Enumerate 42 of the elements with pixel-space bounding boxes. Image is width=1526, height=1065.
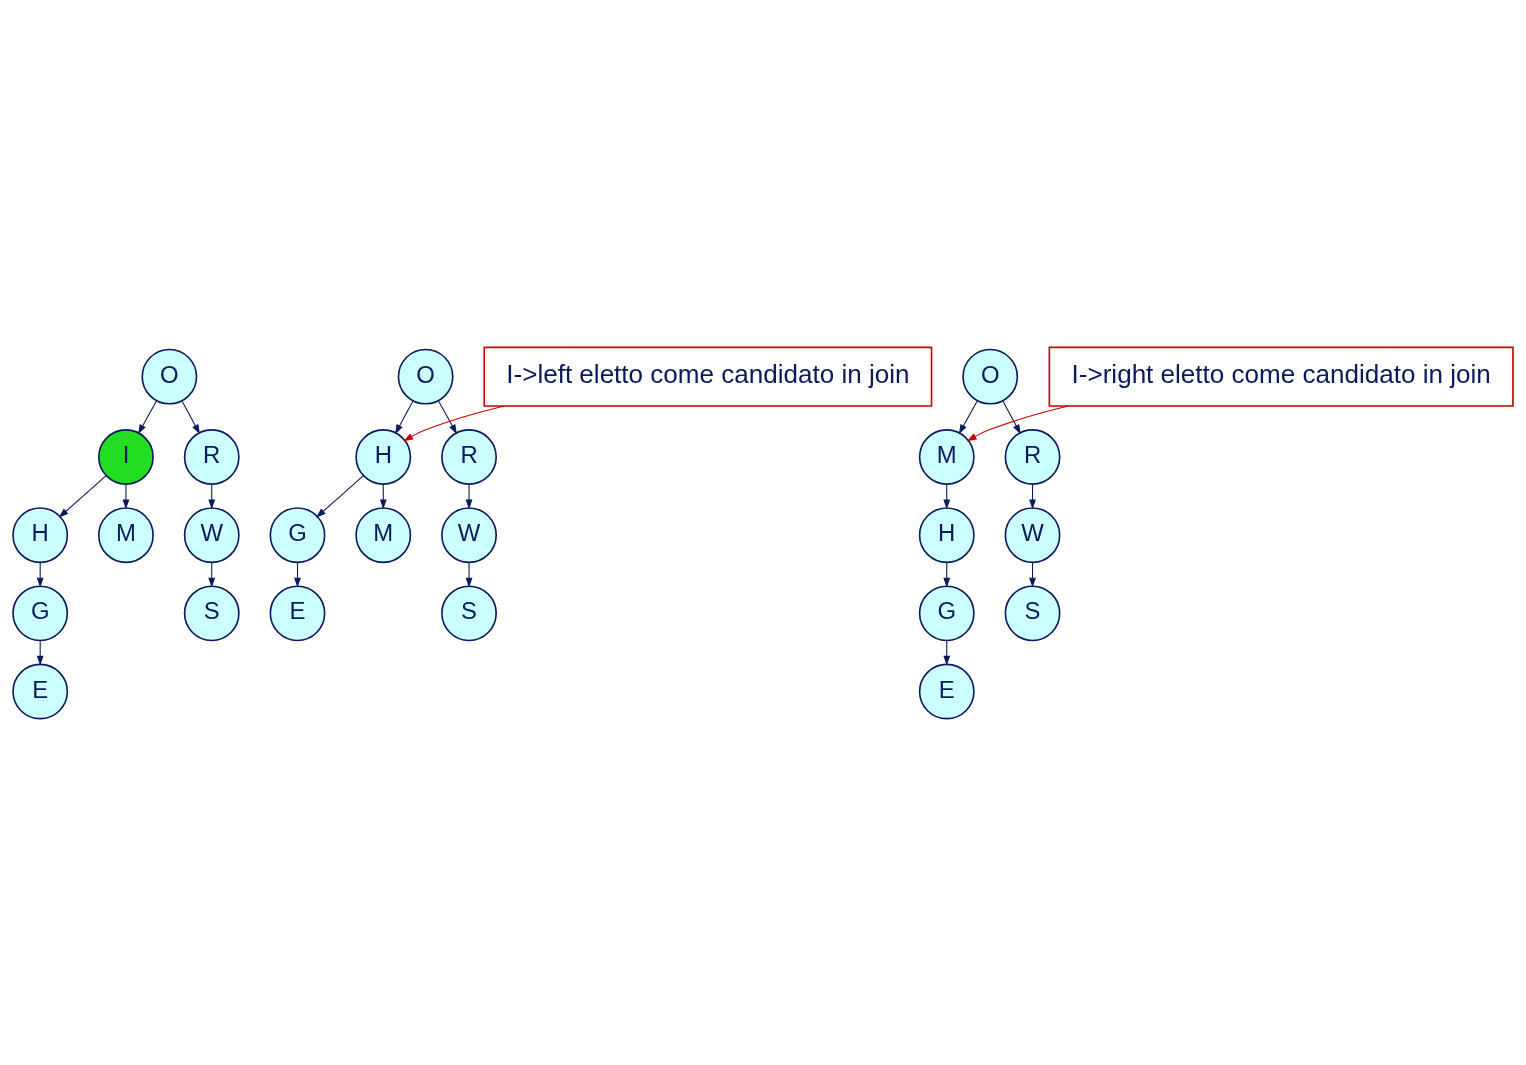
node-box: I->right eletto come candidato in join (1048, 346, 1514, 407)
node-circle: S (441, 584, 497, 641)
node-circle: R (1004, 428, 1061, 485)
node-box: I->left eletto come candidato in join (483, 346, 933, 407)
node-circle: G (12, 584, 69, 641)
node-circle: O (141, 348, 198, 405)
arrow (294, 561, 301, 587)
node-circle: W (1004, 506, 1061, 563)
node-circle: M (918, 428, 975, 485)
node-circle: H (918, 506, 975, 563)
node-circle: R (441, 428, 497, 485)
arrow (122, 483, 130, 509)
node-circle: W (441, 506, 497, 563)
node-circle: S (183, 584, 240, 641)
node-circle: I (98, 428, 154, 485)
arrow (181, 399, 200, 434)
node-circle: E (12, 663, 69, 719)
node-circle: E (269, 584, 326, 641)
node-circle: R (183, 428, 240, 485)
arrow (138, 399, 158, 434)
arrow (958, 399, 978, 434)
node-circle: S (1004, 584, 1061, 641)
arrow (208, 561, 216, 587)
arrow (465, 483, 473, 509)
node-circle: O (962, 348, 1019, 405)
node-circle: M (355, 506, 412, 563)
arrow (943, 561, 951, 587)
arrow (437, 399, 457, 434)
node-circle: G (918, 584, 975, 641)
node-circle: M (98, 506, 154, 563)
node-circle: W (183, 506, 240, 563)
arrow (36, 561, 44, 587)
arrow (1029, 561, 1036, 587)
arrow (316, 474, 364, 518)
arrow (966, 404, 1069, 441)
arrow (395, 399, 414, 434)
arrow (403, 404, 505, 441)
arrow (465, 561, 473, 587)
node-circle: O (397, 348, 454, 405)
arrow (1002, 399, 1021, 434)
node-circle: E (918, 663, 975, 719)
arrow (58, 474, 107, 518)
